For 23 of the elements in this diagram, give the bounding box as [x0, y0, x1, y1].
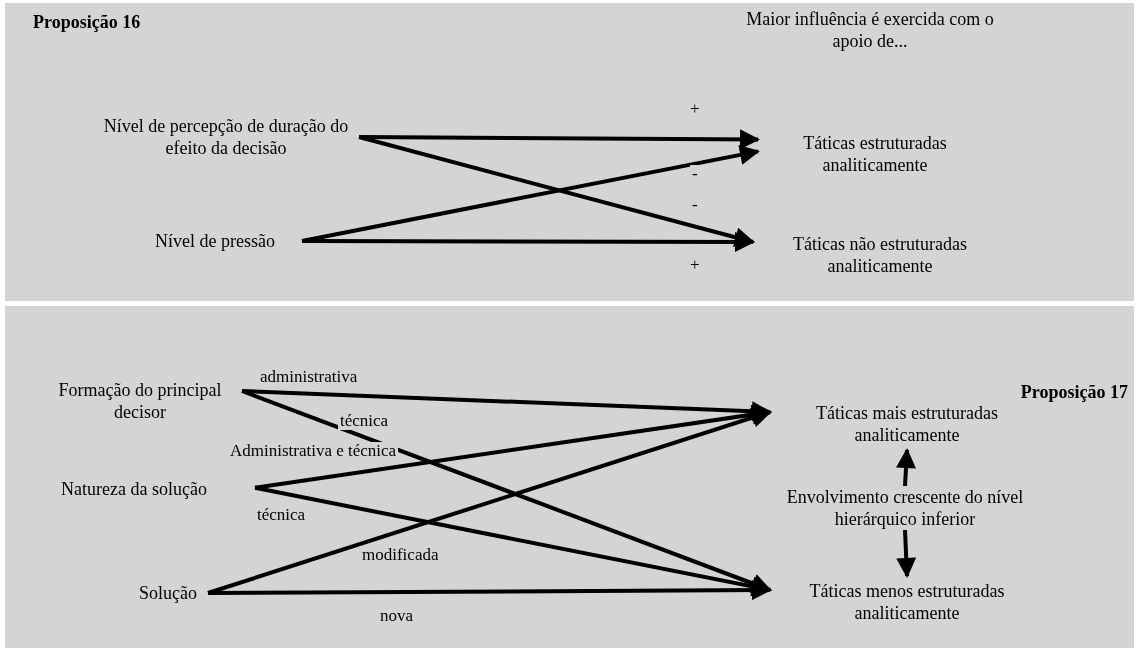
panel-background: [5, 306, 1134, 648]
arrow: [302, 232, 755, 252]
outcome-label: Táticas menos estruturadas analiticamente: [808, 580, 1006, 624]
arrow: [359, 129, 760, 150]
outcome-label: Táticas não estruturadas analiticamente: [792, 233, 968, 277]
panel-title: Proposição 16: [33, 12, 141, 33]
factor-label: Nível de pressão: [155, 230, 275, 252]
note-label: Envolvimento crescente do nível hierárquico inferior: [785, 486, 1025, 530]
factor-label: Formação do principal decisor: [57, 379, 223, 423]
arrow: [358, 135, 755, 248]
arrow: [241, 389, 772, 593]
factor-label: Natureza da solução: [61, 478, 207, 500]
arrow: [896, 448, 916, 487]
factor-label: Solução: [139, 582, 197, 604]
arrow: [208, 580, 772, 601]
arrow: [896, 529, 917, 578]
panel-title: Proposição 17: [1020, 382, 1128, 403]
outcome-label: Táticas estruturadas analiticamente: [802, 132, 948, 176]
factor-label: Nível de percepção de duração do efeito da decisão: [102, 115, 350, 159]
note-text: Maior influência é exercida com o apoio de...: [745, 8, 995, 52]
edge-label: técnica: [338, 412, 391, 430]
panel-background: [5, 3, 1134, 301]
outcome-label: Táticas mais estruturadas analiticamente: [815, 402, 999, 446]
